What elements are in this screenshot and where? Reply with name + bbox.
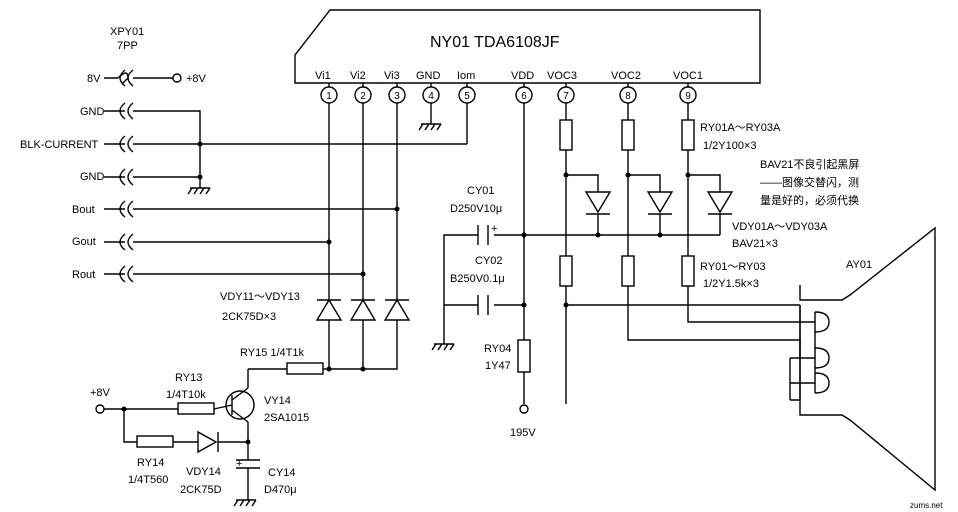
cy14-label: CY14 xyxy=(268,467,296,479)
vdy11-diodes xyxy=(315,296,411,370)
pin-name-vi1: Vi1 xyxy=(315,70,331,82)
cy14-plus: + xyxy=(236,458,242,470)
cy02-label: CY02 xyxy=(475,255,503,267)
vdd-wiring xyxy=(443,103,720,404)
cy02-value: B250V0.1μ xyxy=(450,273,505,285)
ry04-label: RY04 xyxy=(484,343,511,355)
vdy01a-diodes xyxy=(566,174,734,235)
conn-pin-bout: Bout xyxy=(72,204,95,216)
pin-num-1: 1 xyxy=(326,91,332,102)
supply-terminal xyxy=(172,73,182,83)
pin-num-8: 8 xyxy=(625,91,631,102)
v195-terminal xyxy=(519,404,529,414)
pin-name-vi3: Vi3 xyxy=(384,70,400,82)
vdy14-label: VDY14 xyxy=(186,466,221,478)
v195-label: 195V xyxy=(510,427,536,439)
ry01-label: RY01～RY03 xyxy=(700,261,766,273)
pin-num-5: 5 xyxy=(464,91,470,102)
cy14-capacitor xyxy=(236,459,260,500)
ry01a-resistors xyxy=(559,103,695,256)
conn-pin-blk: BLK-CURRENT xyxy=(20,139,99,151)
conn-pin-gnd2: GND xyxy=(80,171,105,183)
conn-pin-gout: Gout xyxy=(72,236,96,248)
vdy11-value: 2CK75D×3 xyxy=(222,311,276,323)
pin-name-vdd: VDD xyxy=(511,70,534,82)
ry15-label: RY15 1/4T1k xyxy=(240,347,305,359)
conn-pin-gnd1: GND xyxy=(80,106,105,118)
junction-dots xyxy=(121,141,691,445)
conn-pin-8v: 8V xyxy=(87,73,101,85)
watermark: zums.net xyxy=(910,501,943,510)
pin-name-gnd: GND xyxy=(416,70,441,82)
vy14-transistor xyxy=(225,369,255,460)
pin-name-voc1: VOC1 xyxy=(673,70,703,82)
note-line2: ——图像交替闪，测 xyxy=(760,175,859,189)
pin-leads xyxy=(328,83,689,87)
ry01a-label: RY01A～RY03A xyxy=(700,122,781,134)
pin-name-iom: Iom xyxy=(457,70,475,82)
ic-pin-labels: Vi1 Vi2 Vi3 GND Iom VDD VOC3 VOC2 VOC1 xyxy=(315,70,703,82)
conn-pin-rout: Rout xyxy=(72,269,95,281)
ic-pin-circles: 1 2 3 4 5 6 7 8 9 xyxy=(320,86,697,104)
pin-num-6: 6 xyxy=(521,91,527,102)
ic-title: NY01 TDA6108JF xyxy=(430,34,560,51)
pin-num-7: 7 xyxy=(563,91,569,102)
vdy01a-value: BAV21×3 xyxy=(732,238,778,250)
pin-num-9: 9 xyxy=(685,91,691,102)
cy01-value: D250V10μ xyxy=(450,203,502,215)
note-line3: 量是好的，必须代换 xyxy=(760,193,859,207)
connector-body xyxy=(104,69,173,283)
pin-num-3: 3 xyxy=(394,91,400,102)
note-line1: BAV21不良引起黑屏 xyxy=(760,157,859,171)
cy01-plus: + xyxy=(491,223,497,235)
connector-pins: 8V GND BLK-CURRENT GND Bout Gout Rout xyxy=(20,73,105,281)
pin-name-vi2: Vi2 xyxy=(350,70,366,82)
vy14-value: 2SA1015 xyxy=(264,412,309,424)
crt-ay01 xyxy=(789,226,936,492)
vdy14-value: 2CK75D xyxy=(180,484,222,496)
ry04-resistor xyxy=(517,339,531,373)
ry14-label: RY14 xyxy=(137,457,164,469)
ry01a-value: 1/2Y100×3 xyxy=(703,140,757,152)
cy14-value: D470μ xyxy=(264,484,297,496)
plus8v-label: +8V xyxy=(90,387,111,399)
connector-wiring xyxy=(133,103,468,296)
ry01-resistors xyxy=(559,255,808,404)
ic-body xyxy=(294,9,761,84)
ry13-resistor xyxy=(177,402,215,415)
ground-symbols xyxy=(187,123,455,507)
ry14-resistor xyxy=(136,435,174,448)
ry13-leads xyxy=(124,404,233,410)
connector-type: 7PP xyxy=(117,40,138,52)
pin-num-4: 4 xyxy=(428,91,434,102)
vdy01a-label: VDY01A～VDY03A xyxy=(732,221,828,233)
connector-supply: +8V xyxy=(186,73,207,85)
vdy11-label: VDY11～VDY13 xyxy=(220,291,300,303)
pin-name-voc2: VOC2 xyxy=(611,70,641,82)
pin-name-voc3: VOC3 xyxy=(547,70,577,82)
ry01-value: 1/2Y1.5k×3 xyxy=(703,278,759,290)
ry04-value: 1Y47 xyxy=(485,360,511,372)
vdy14-diode xyxy=(173,430,248,454)
cy01-label: CY01 xyxy=(467,185,495,197)
pin-num-2: 2 xyxy=(360,91,366,102)
plus8v-terminal xyxy=(95,404,105,414)
ry14-value: 1/4T560 xyxy=(128,474,168,486)
ay01-label: AY01 xyxy=(846,259,872,271)
ry15-resistor xyxy=(286,362,324,375)
vy14-label: VY14 xyxy=(264,395,291,407)
plus8v-wiring xyxy=(104,408,137,443)
ry13-value: 1/4T10k xyxy=(166,389,206,401)
connector-ref: XPY01 xyxy=(110,26,144,38)
ry13-label: RY13 xyxy=(175,372,202,384)
